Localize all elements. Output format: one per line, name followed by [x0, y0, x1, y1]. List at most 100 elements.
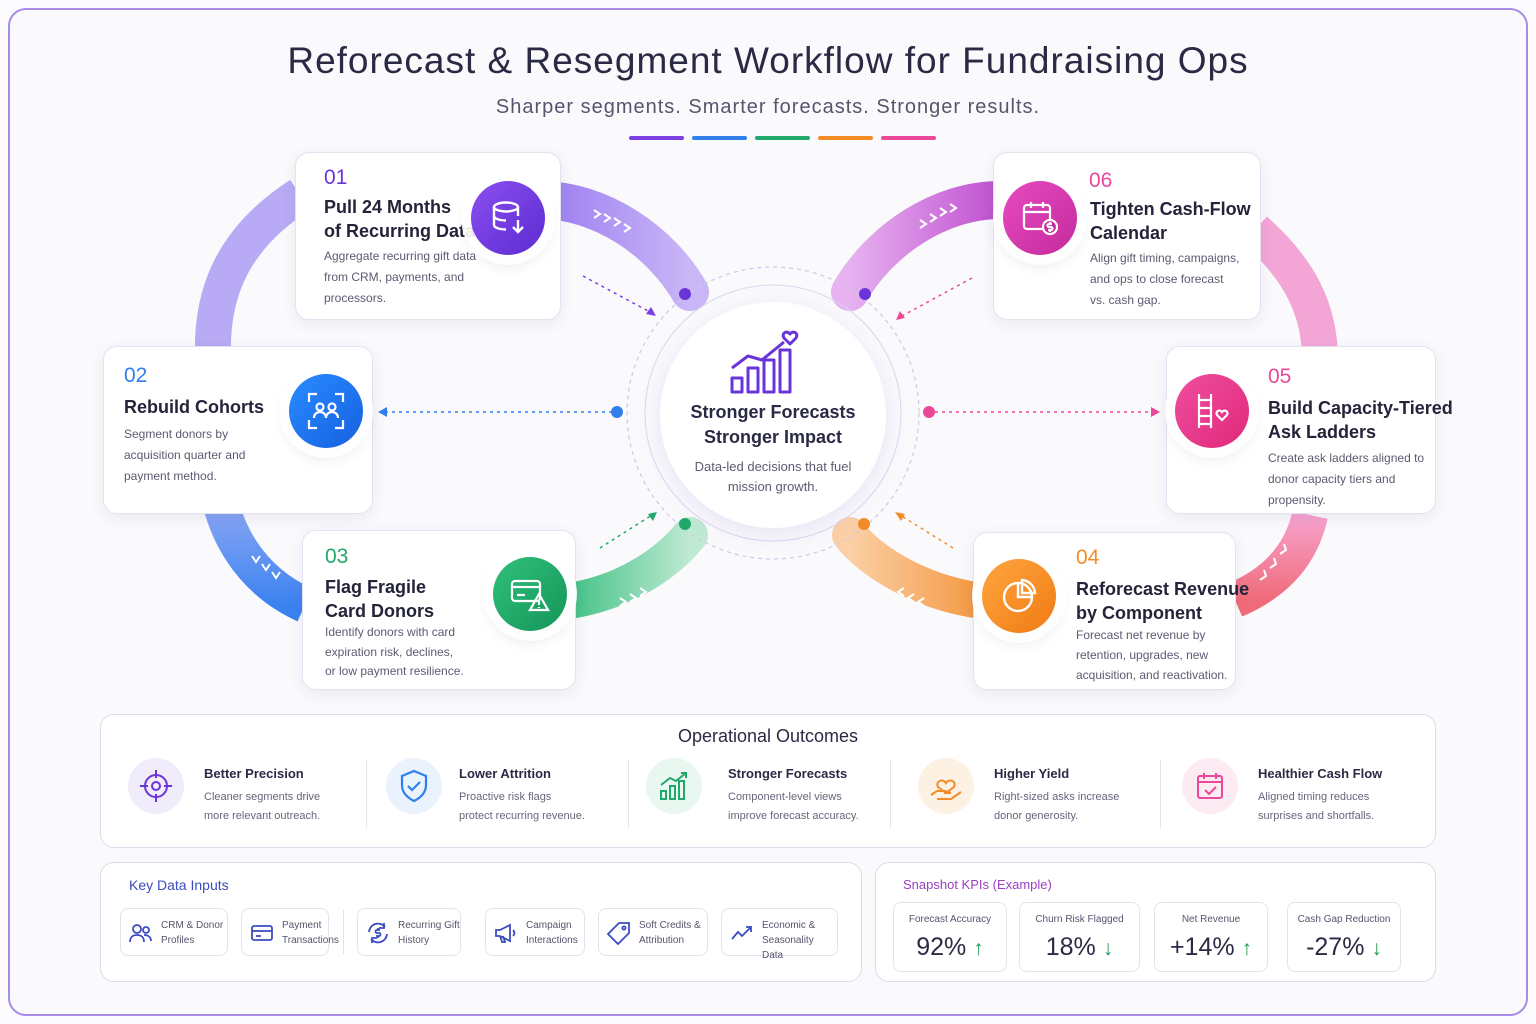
connector-dots	[611, 288, 935, 530]
kpi-label: Net Revenue	[1181, 914, 1241, 925]
accent-bar	[881, 136, 936, 140]
user-group-scan-icon	[289, 374, 363, 448]
center-dashed-ring	[626, 266, 920, 560]
arc-step-05-top	[1242, 216, 1338, 361]
center-description: Data-led decisions that fuel mission gro…	[694, 459, 852, 494]
input-label: Economic &Seasonality Data	[762, 920, 816, 961]
outcome-title: Lower Attrition	[459, 766, 551, 781]
tag-icon	[605, 919, 633, 947]
arrow-up-icon: ↑	[1241, 937, 1253, 960]
megaphone-icon	[492, 919, 520, 947]
input-chip-economic: Economic &Seasonality Data	[721, 908, 838, 961]
accent-bar	[755, 136, 810, 140]
divider	[1160, 760, 1161, 828]
kpi-label: Churn Risk Flagged	[1035, 914, 1124, 925]
page-title: Reforecast & Resegment Workflow for Fund…	[287, 40, 1249, 81]
center-title-line2: Stronger Impact	[703, 427, 843, 447]
arc-step-06	[831, 181, 1019, 311]
step-number: 03	[325, 545, 349, 568]
kpi-churn-risk: Churn Risk Flagged 18% ↓	[1019, 902, 1140, 972]
arc-step-03	[557, 517, 708, 618]
flow-chevrons	[251, 203, 1288, 607]
center-title: Stronger Forecasts Stronger Impact	[640, 400, 906, 450]
shield-check-icon	[386, 758, 442, 814]
center-hub	[660, 302, 886, 528]
bar-chart-heart-icon	[730, 330, 799, 394]
divider	[890, 760, 891, 828]
arc-step-05	[1227, 510, 1328, 617]
kpi-value: -27% ↓	[1306, 933, 1382, 961]
kpi-forecast-accuracy: Forecast Accuracy 92% ↑	[893, 902, 1007, 972]
divider	[366, 760, 367, 828]
database-download-icon	[471, 181, 545, 255]
connectors	[382, 275, 1155, 549]
pie-chart-icon	[982, 559, 1056, 633]
input-chip-soft-credits: Soft Credits &Attribution	[598, 908, 708, 956]
accent-bar	[818, 136, 873, 140]
center-title-line1: Stronger Forecasts	[690, 402, 856, 422]
calendar-dollar-icon	[1003, 181, 1077, 255]
trend-line-icon	[728, 919, 756, 947]
kpi-net-revenue: Net Revenue +14% ↑	[1154, 902, 1268, 972]
users-icon	[127, 919, 155, 947]
step-number: 04	[1076, 546, 1100, 569]
input-label: Soft Credits &Attribution	[639, 920, 701, 946]
inputs-title: Key Data Inputs	[129, 877, 229, 893]
arrow-up-icon: ↑	[973, 937, 984, 960]
credit-card-icon	[248, 919, 276, 947]
arc-step-01	[521, 181, 709, 311]
ladder-heart-icon	[1175, 374, 1249, 448]
outcome-healthier-cash-flow: Healthier Cash Flow Aligned timing reduc…	[1182, 754, 1412, 834]
step-number: 06	[1089, 169, 1113, 192]
kpis-title: Snapshot KPIs (Example)	[903, 877, 1052, 892]
step-number: 05	[1268, 365, 1292, 388]
outcome-stronger-forecasts: Stronger Forecasts Component-level views…	[646, 754, 886, 834]
kpi-value: 18% ↓	[1045, 933, 1114, 961]
arc-step-04	[832, 517, 993, 618]
outcome-title: Healthier Cash Flow	[1258, 766, 1383, 781]
kpi-value: +14% ↑	[1169, 933, 1253, 961]
step-number: 01	[324, 166, 348, 189]
kpi-value: 92% ↑	[916, 933, 984, 961]
step-description: Align gift timing, campaigns,and ops to …	[1090, 251, 1240, 307]
recurring-dollar-icon	[364, 919, 392, 947]
page-subtitle: Sharper segments. Smarter forecasts. Str…	[495, 96, 1041, 118]
calendar-check-icon	[1182, 758, 1238, 814]
hand-heart-icon	[918, 758, 974, 814]
outcome-title: Better Precision	[204, 766, 304, 781]
outcome-title: Higher Yield	[994, 766, 1070, 781]
divider	[628, 760, 629, 828]
chart-up-icon	[646, 758, 702, 814]
outcomes-title: Operational Outcomes	[677, 726, 859, 746]
accent-bar	[692, 136, 747, 140]
connector-arrowheads	[378, 307, 1160, 521]
step-title: Rebuild Cohorts	[124, 397, 264, 417]
arrow-down-icon: ↓	[1102, 937, 1114, 960]
accent-bars	[629, 136, 936, 140]
outcome-title: Stronger Forecasts	[728, 766, 848, 781]
card-warning-icon	[493, 557, 567, 631]
